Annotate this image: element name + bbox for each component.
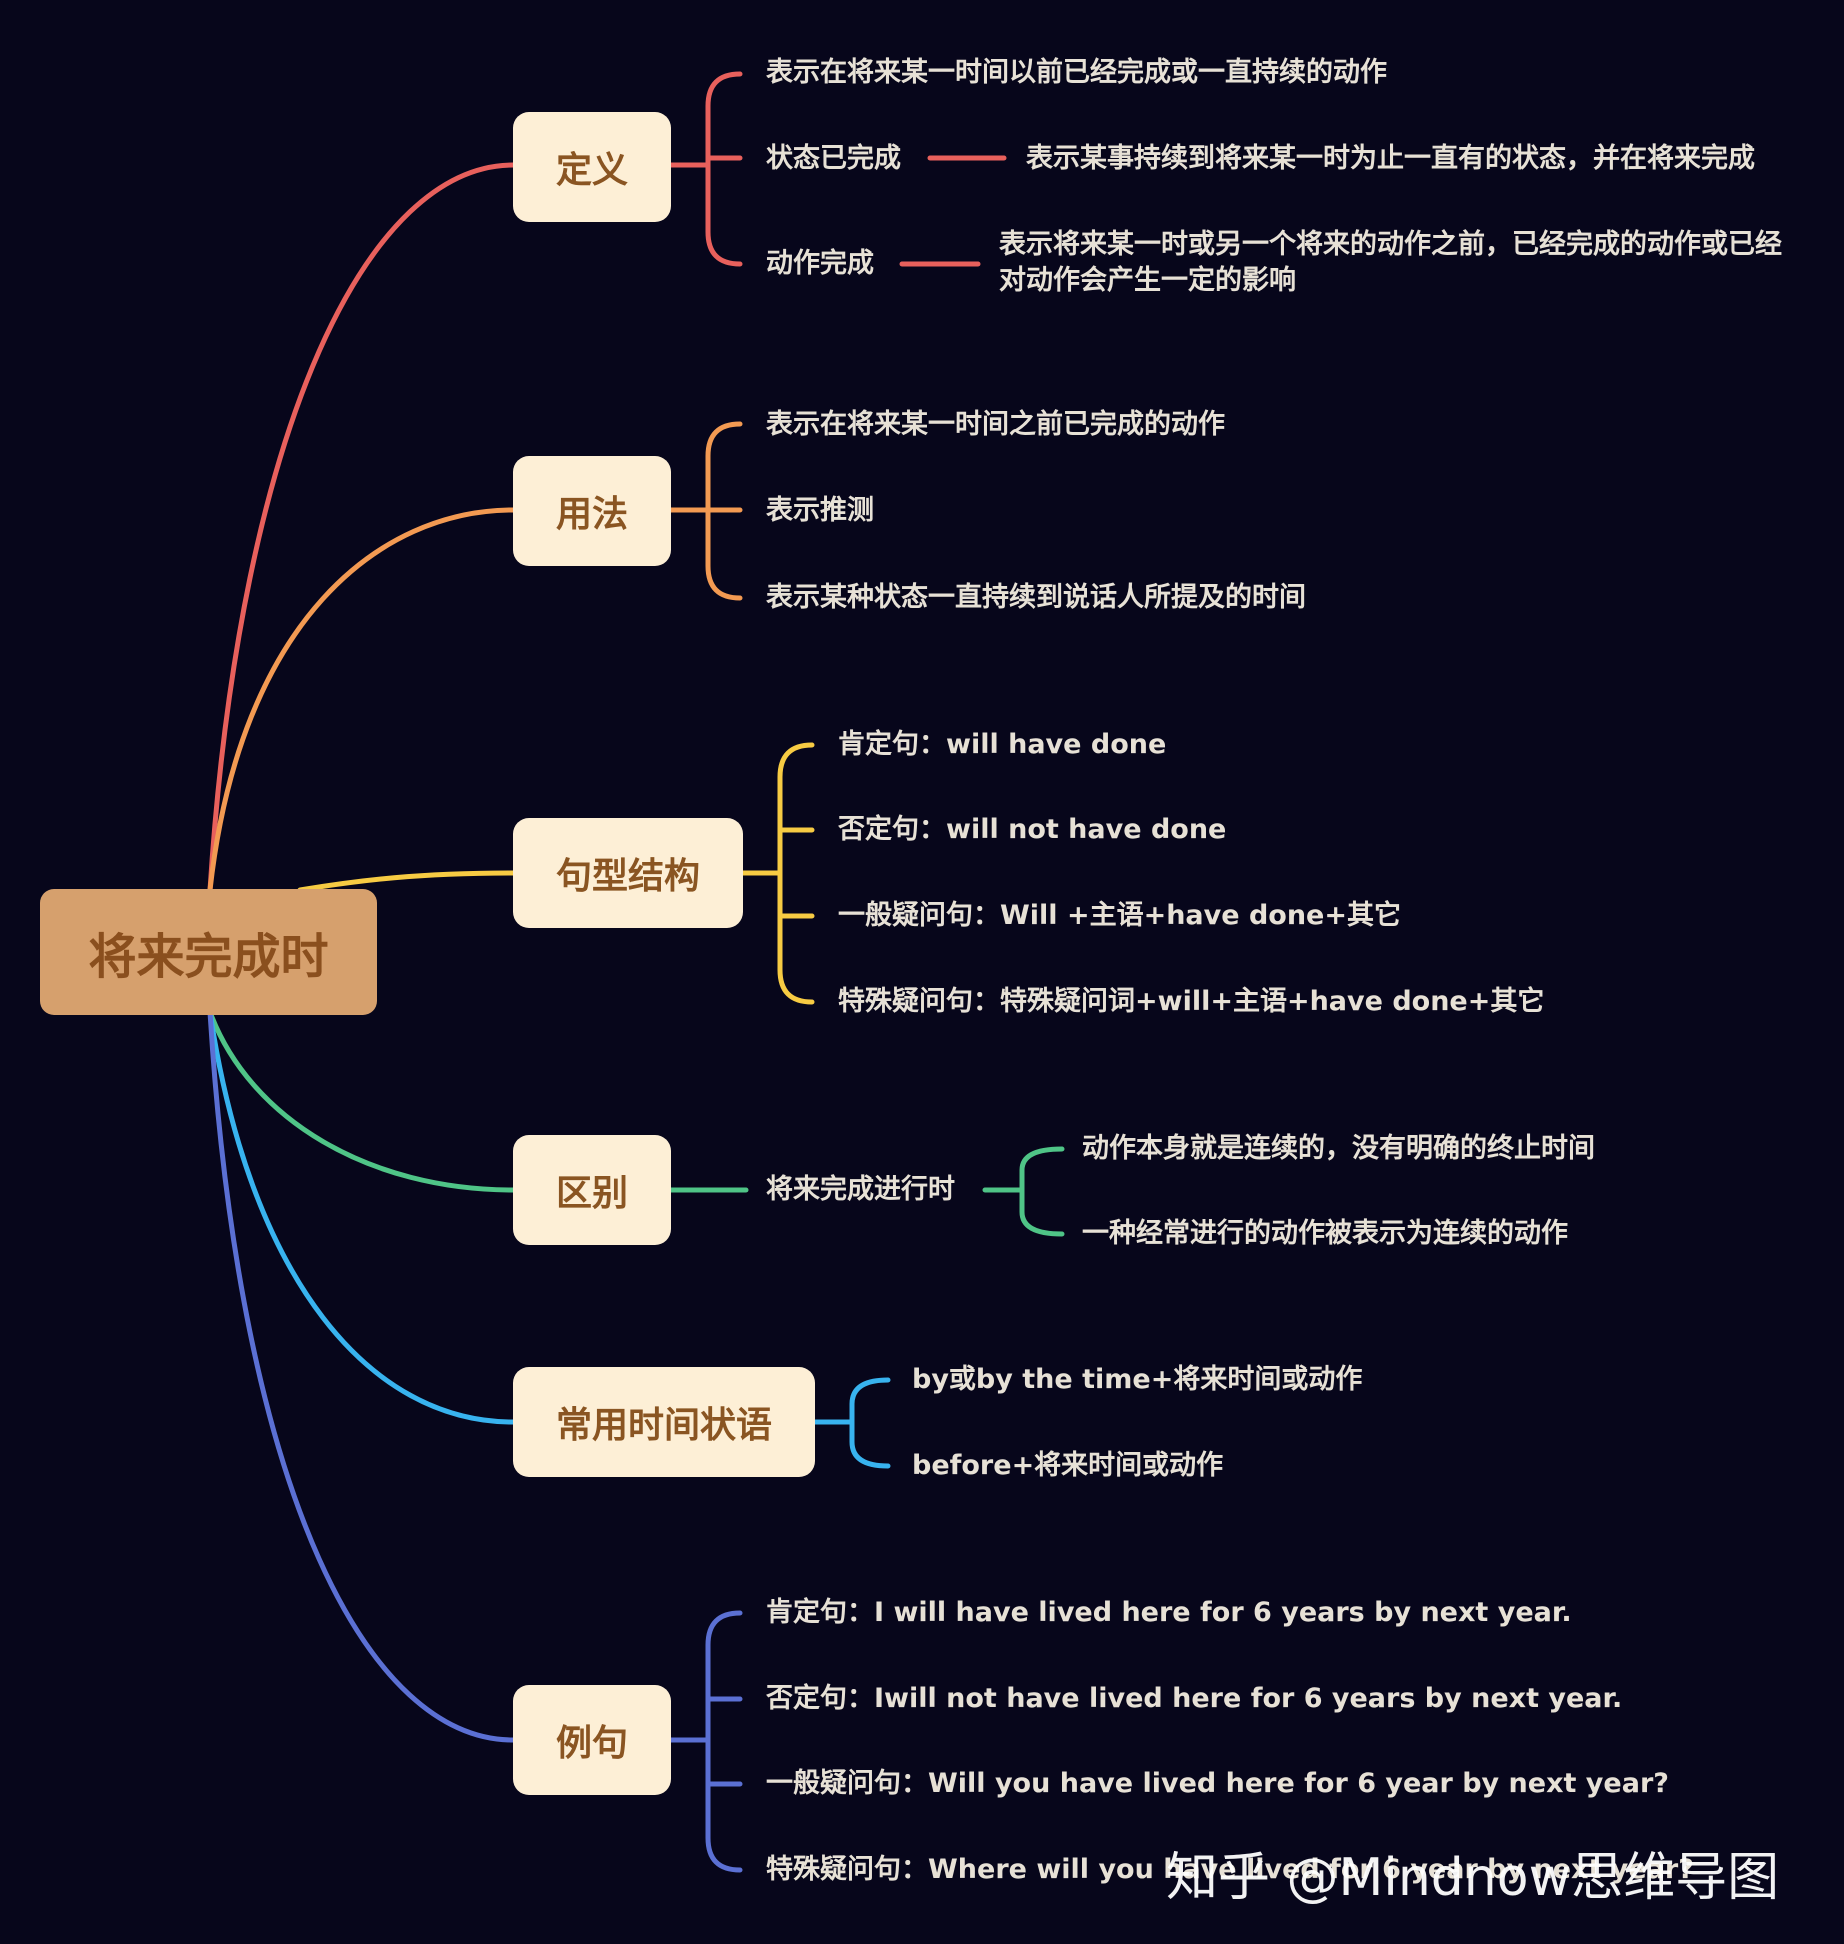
branch-node-examples[interactable]: 例句: [513, 1685, 671, 1795]
usage-label: 用法: [555, 494, 628, 535]
difference-label: 区别: [555, 1173, 628, 1214]
branch-node-definition[interactable]: 定义: [513, 112, 671, 222]
usage-item: 表示推测: [766, 495, 874, 526]
connector-structure-bracket: [740, 742, 815, 1005]
definition-item: 状态已完成: [766, 143, 901, 174]
definition-item: 表示在将来某一时间以前已经完成或一直持续的动作: [766, 57, 1387, 88]
branch-node-time-adverbials[interactable]: 常用时间状语: [513, 1367, 815, 1477]
connector-root-time-adverbials: [207, 1009, 516, 1425]
branch-node-structure[interactable]: 句型结构: [513, 818, 743, 928]
difference-detail: 一种经常进行的动作被表示为连续的动作: [1082, 1218, 1568, 1249]
root-label: 将来完成时: [88, 929, 329, 985]
definition-item: 动作完成: [766, 248, 874, 279]
connector-root-examples: [207, 1009, 516, 1743]
root-node[interactable]: 将来完成时: [40, 889, 377, 1015]
connector-examples-bracket: [668, 1610, 743, 1873]
definition-label: 定义: [555, 150, 628, 191]
structure-item: 特殊疑问句：特殊疑问词+will+主语+have done+其它: [838, 986, 1545, 1017]
connector-root-usage: [207, 507, 516, 893]
connector-time-bracket: [812, 1377, 891, 1469]
time-adverbial-item: by或by the time+将来时间或动作: [912, 1364, 1363, 1395]
connector-root-structure: [297, 870, 516, 893]
connector-difference-bracket: [982, 1146, 1065, 1237]
connector-root-definition: [207, 162, 516, 893]
structure-item: 一般疑问句：Will +主语+have done+其它: [838, 900, 1401, 931]
branch-node-usage[interactable]: 用法: [513, 456, 671, 566]
example-item: 特殊疑问句：Where will you have lived for 6 ye…: [766, 1854, 1694, 1885]
definition-detail: 表示某事持续到将来某一时为止一直有的状态，并在将来完成: [1026, 143, 1755, 174]
examples-label: 例句: [555, 1723, 628, 1764]
example-item: 肯定句：I will have lived here for 6 years b…: [766, 1597, 1572, 1628]
usage-item: 表示在将来某一时间之前已完成的动作: [766, 409, 1225, 440]
time-adverbial-item: before+将来时间或动作: [912, 1450, 1224, 1481]
structure-item: 肯定句：will have done: [838, 729, 1167, 760]
difference-detail: 动作本身就是连续的，没有明确的终止时间: [1082, 1133, 1595, 1164]
difference-item: 将来完成进行时: [766, 1174, 955, 1205]
structure-item: 否定句：will not have done: [838, 814, 1227, 845]
time-adverbials-label: 常用时间状语: [555, 1405, 772, 1446]
example-item: 否定句：Iwill not have lived here for 6 year…: [766, 1683, 1623, 1714]
definition-detail: 表示将来某一时或另一个将来的动作之前，已经完成的动作或已经对动作会产生一定的影响: [999, 229, 1782, 296]
usage-item: 表示某种状态一直持续到说话人所提及的时间: [766, 582, 1306, 613]
watermark: 知乎 @Mindnow思维导图: [1166, 1848, 1780, 1908]
example-item: 一般疑问句：Will you have lived here for 6 yea…: [766, 1768, 1669, 1799]
connector-definition-bracket: [668, 71, 743, 267]
connector-root-difference: [207, 1009, 516, 1193]
structure-label: 句型结构: [555, 856, 700, 897]
branch-node-difference[interactable]: 区别: [513, 1135, 671, 1245]
connector-usage-bracket: [668, 421, 743, 601]
